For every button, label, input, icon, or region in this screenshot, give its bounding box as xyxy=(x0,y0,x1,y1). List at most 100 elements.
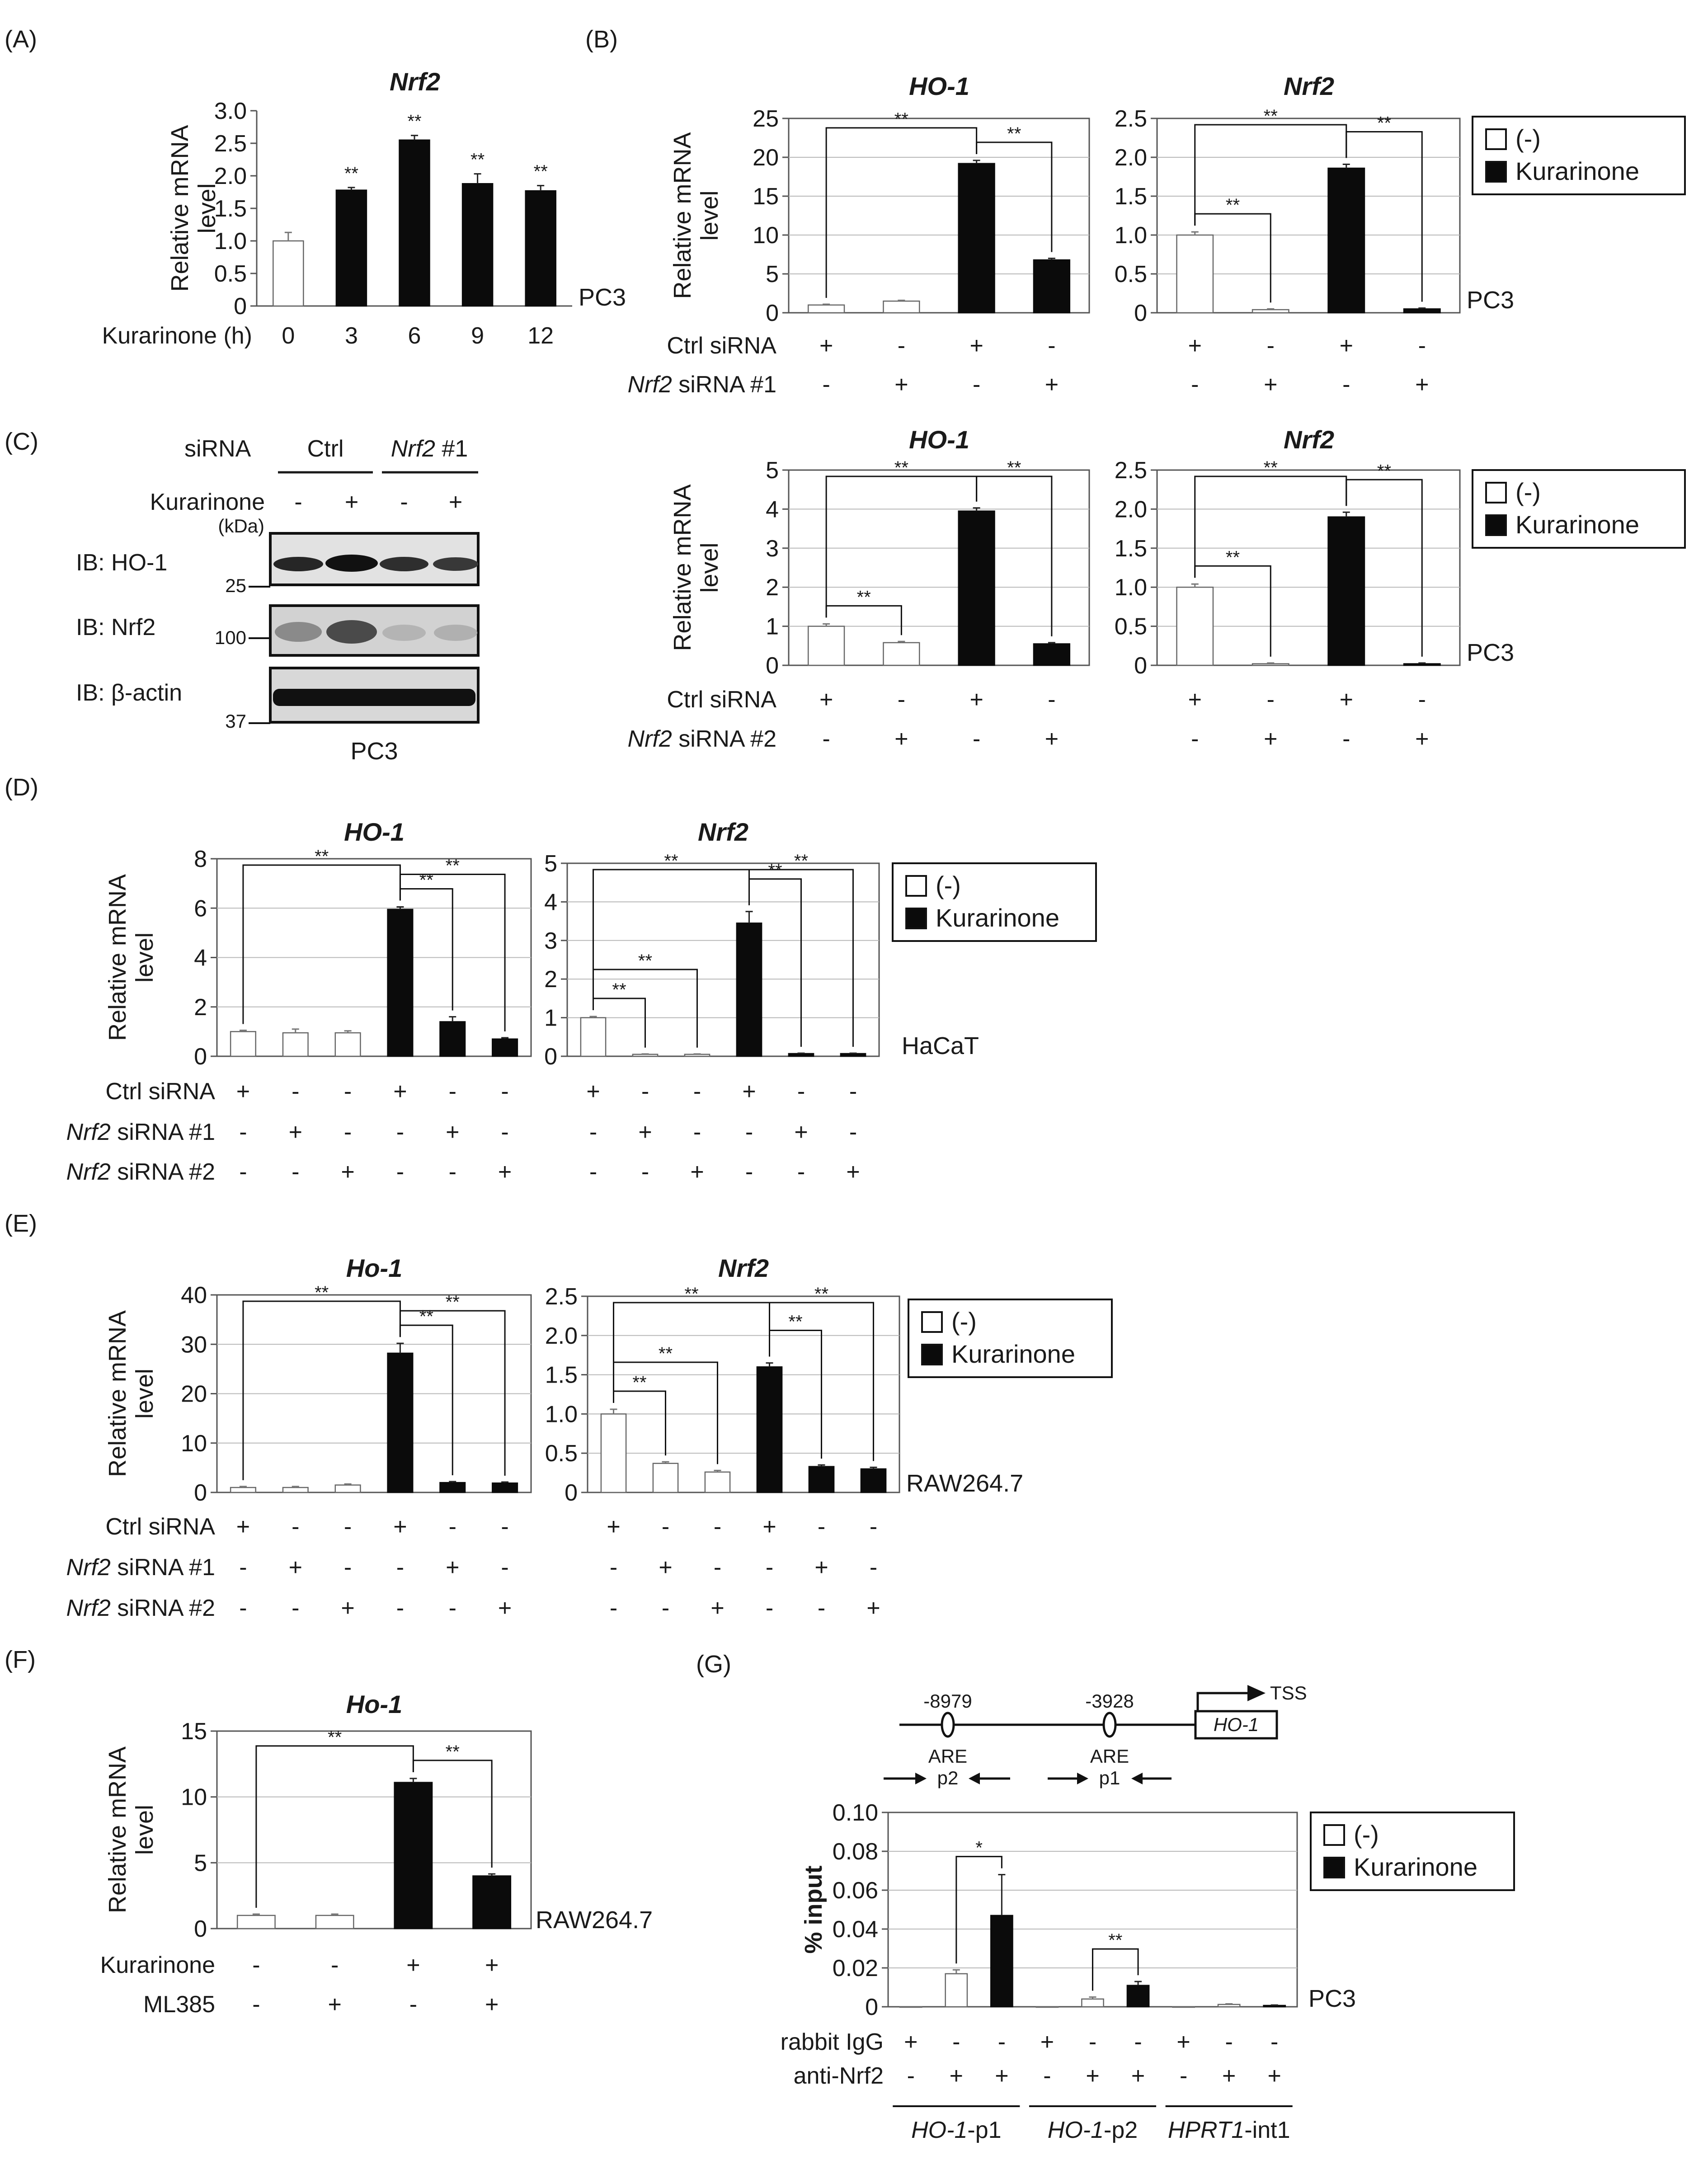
condition-sign: + xyxy=(814,1554,828,1581)
bar xyxy=(883,300,920,314)
significance-label: ** xyxy=(315,847,329,866)
condition-sign: - xyxy=(610,1595,617,1621)
y-axis-label-line1: Relative mRNA xyxy=(104,1746,131,1913)
y-tick-label: 1.0 xyxy=(1115,574,1147,601)
y-tick-label: 10 xyxy=(181,1431,207,1457)
legend-swatch-black xyxy=(1323,1857,1345,1878)
condition-sign: + xyxy=(393,1514,407,1540)
group-label: HPRT1-int1 xyxy=(1168,2117,1290,2143)
blot-band xyxy=(275,622,322,642)
y-tick-label: 1.5 xyxy=(1115,536,1147,562)
legend-swatch-white xyxy=(1485,128,1507,150)
condition-sign: - xyxy=(1180,2063,1187,2089)
y-tick-label: 1.0 xyxy=(1115,222,1147,249)
condition-sign: + xyxy=(1176,2029,1190,2055)
bar xyxy=(1252,663,1289,666)
condition-sign: - xyxy=(1342,726,1350,752)
y-tick-label: 0 xyxy=(194,1480,207,1506)
y-tick-label: 20 xyxy=(181,1381,207,1407)
significance-label: ** xyxy=(1108,1930,1122,1950)
y-tick-label: 0 xyxy=(1134,653,1147,679)
marker-37: 37 xyxy=(225,711,246,732)
condition-sign: - xyxy=(1048,687,1055,713)
condition-sign: + xyxy=(969,333,983,359)
condition-sign: + xyxy=(1045,726,1059,752)
condition-sign: + xyxy=(1264,372,1277,398)
y-tick-label: 10 xyxy=(753,222,779,249)
bar xyxy=(1327,516,1365,666)
group-label-rest: -int1 xyxy=(1244,2117,1290,2143)
y-axis-label-line2: level xyxy=(131,932,158,983)
y-tick-label: 30 xyxy=(181,1332,207,1358)
y-tick-label: 0 xyxy=(194,1044,207,1070)
y-tick-label: 1 xyxy=(544,1005,557,1031)
condition-sign: - xyxy=(849,1078,857,1105)
panel-label-da: (D) xyxy=(5,774,38,801)
condition-sign: + xyxy=(406,1952,420,1978)
group-label-rest: -p1 xyxy=(967,2117,1001,2143)
bar xyxy=(439,1482,466,1493)
significance-label: ** xyxy=(814,1284,828,1304)
condition-sign: + xyxy=(1415,372,1429,398)
condition-sign: - xyxy=(1043,2063,1051,2089)
bar xyxy=(990,1915,1013,2008)
condition-sign: - xyxy=(239,1119,247,1145)
bar xyxy=(461,183,494,307)
condition-sign: - xyxy=(870,1554,877,1581)
bar xyxy=(236,1915,276,1929)
ho1-gene-label: HO-1 xyxy=(1214,1714,1259,1735)
significance-label: ** xyxy=(794,851,808,871)
y-tick-label: 0.5 xyxy=(214,261,247,287)
condition-sign: - xyxy=(396,1554,404,1581)
chart-db: Nrf2012345**********+--+---+--+---+--+Ha… xyxy=(544,818,979,1185)
legend-box xyxy=(1472,116,1686,195)
condition-sign: - xyxy=(344,1554,352,1581)
y-tick-label: 1.5 xyxy=(1115,184,1147,210)
y-tick-label: 2.5 xyxy=(1115,457,1147,484)
condition-sign: - xyxy=(501,1119,508,1145)
condition-sign: + xyxy=(607,1514,620,1540)
y-axis-label-line1: Relative mRNA xyxy=(104,1310,131,1477)
condition-sign: - xyxy=(693,1119,701,1145)
y-tick-label: 3.0 xyxy=(214,98,247,124)
y-tick-label: 3 xyxy=(544,928,557,954)
significance-label: ** xyxy=(664,851,678,871)
y-tick-label: 0.5 xyxy=(545,1440,578,1467)
blot-band xyxy=(325,555,378,572)
y-tick-label: 5 xyxy=(766,261,779,287)
y-tick-label: 2 xyxy=(544,966,557,993)
condition-row-label: Ctrl siRNA xyxy=(667,333,776,359)
condition-sign: + xyxy=(1268,2063,1281,2089)
y-tick-label: 2.0 xyxy=(214,163,247,189)
y-axis-label: Relative mRNAlevel xyxy=(104,1310,158,1477)
significance-label: ** xyxy=(419,871,433,890)
condition-sign: - xyxy=(641,1078,649,1105)
significance-label: ** xyxy=(894,458,908,478)
condition-sign: + xyxy=(1340,333,1353,359)
y-axis-title: Relative mRNAlevel xyxy=(104,1746,158,1913)
significance-label: ** xyxy=(788,1312,802,1332)
significance-label: ** xyxy=(471,150,485,170)
condition-sign: - xyxy=(292,1159,299,1185)
condition-sign: + xyxy=(1040,2029,1054,2055)
cell-line-label: PC3 xyxy=(1308,1985,1356,2012)
bar xyxy=(230,1031,256,1057)
bar xyxy=(282,1487,309,1493)
plot-frame xyxy=(1156,469,1461,666)
y-tick-label: 2 xyxy=(194,994,207,1021)
condition-sign: - xyxy=(344,1078,352,1105)
significance-label: ** xyxy=(446,1742,460,1762)
significance-label: ** xyxy=(419,1307,433,1327)
group-label: HO-1-p2 xyxy=(1048,2117,1138,2143)
are-label-p2: ARE xyxy=(928,1746,967,1767)
condition-sign: - xyxy=(766,1595,773,1621)
legend: (-)Kurarinone xyxy=(908,1299,1113,1378)
y-tick-label: 0 xyxy=(865,1994,878,2020)
condition-row-label-italic: Nrf2 xyxy=(628,372,672,398)
bar xyxy=(399,139,430,307)
significance-bracket xyxy=(825,475,978,618)
legend-swatch-white xyxy=(921,1311,943,1333)
bar xyxy=(808,1466,835,1493)
